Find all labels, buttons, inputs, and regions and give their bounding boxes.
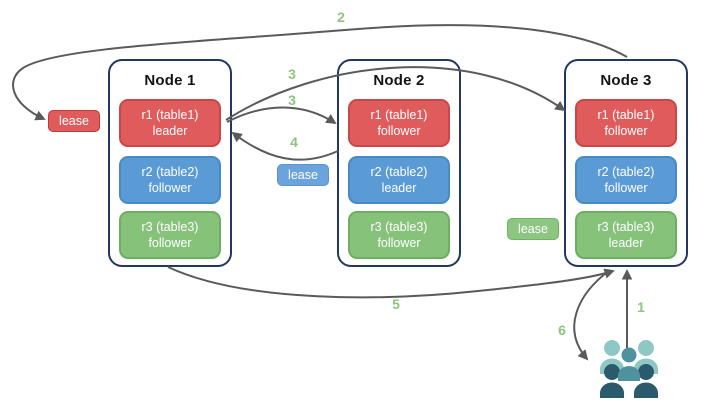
node-2-title: Node 2: [373, 72, 425, 89]
replica-role-label: leader: [381, 181, 417, 195]
lease-tag-red: lease: [48, 110, 100, 132]
step-label-2: 2: [337, 9, 345, 25]
node-1-replica-r1: r1 (table1) leader: [119, 99, 221, 147]
lease-tag-green: lease: [507, 218, 559, 240]
arrow-step2-node3-to-lease1: [12, 24, 628, 121]
node-3-replica-r3: r3 (table3) leader: [575, 211, 677, 259]
arrow-step4-node2-to-node1: [231, 131, 339, 161]
node-3: Node 3 r1 (table1) follower r2 (table2) …: [564, 59, 688, 267]
node-2: Node 2 r1 (table1) follower r2 (table2) …: [337, 59, 461, 267]
node-2-replica-r2: r2 (table2) leader: [348, 156, 450, 204]
node-3-replica-r1: r1 (table1) follower: [575, 99, 677, 147]
replica-role-label: leader: [152, 124, 188, 138]
step-label-6: 6: [558, 322, 566, 338]
node-1-title: Node 1: [144, 72, 196, 89]
users-group-icon: [600, 340, 658, 398]
replica-range-label: r1 (table1): [370, 107, 428, 122]
step-label-1: 1: [637, 299, 645, 315]
replica-range-label: r2 (table2): [141, 164, 199, 179]
node-1: Node 1 r1 (table1) leader r2 (table2) fo…: [108, 59, 232, 267]
replica-role-label: follower: [148, 181, 192, 195]
replica-role-label: follower: [604, 124, 648, 138]
node-2-replica-r3: r3 (table3) follower: [348, 211, 450, 259]
replica-range-label: r2 (table2): [597, 164, 655, 179]
replica-role-label: follower: [377, 236, 421, 250]
step-label-5: 5: [392, 296, 400, 312]
arrow-step3-node1-to-node2: [226, 106, 337, 125]
replica-role-label: leader: [608, 236, 644, 250]
node-1-replica-r3: r3 (table3) follower: [119, 211, 221, 259]
replica-range-label: r3 (table3): [597, 219, 655, 234]
step-label-3b: 3: [288, 92, 296, 108]
replica-range-label: r1 (table1): [597, 107, 655, 122]
lease-tag-blue: lease: [277, 164, 329, 186]
replica-range-label: r3 (table3): [141, 219, 199, 234]
arrow-step5-node1-to-node3: [167, 266, 615, 299]
node-3-title: Node 3: [600, 72, 652, 89]
replica-role-label: follower: [604, 181, 648, 195]
arrow-step6-node3-to-users: [573, 269, 611, 361]
node-1-replica-r2: r2 (table2) follower: [119, 156, 221, 204]
replica-range-label: r3 (table3): [370, 219, 428, 234]
replica-range-label: r1 (table1): [141, 107, 199, 122]
node-3-replica-r2: r2 (table2) follower: [575, 156, 677, 204]
replica-range-label: r2 (table2): [370, 164, 428, 179]
replica-role-label: follower: [148, 236, 192, 250]
step-label-4: 4: [290, 134, 298, 150]
node-2-replica-r1: r1 (table1) follower: [348, 99, 450, 147]
replica-role-label: follower: [377, 124, 421, 138]
step-label-3: 3: [288, 66, 296, 82]
